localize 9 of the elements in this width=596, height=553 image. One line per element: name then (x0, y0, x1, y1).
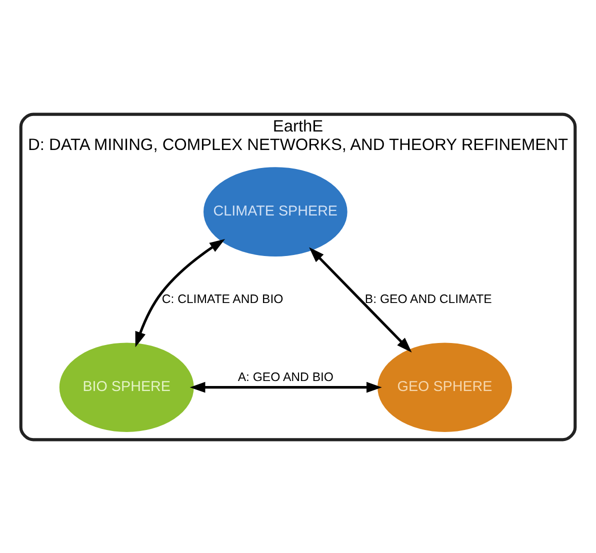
node-ellipse: CLIMATE SPHERE (204, 166, 348, 256)
node-ellipse: GEO SPHERE (378, 342, 512, 432)
arrow (190, 381, 382, 392)
edge-label: A: GEO AND BIO (238, 369, 334, 384)
arrow (135, 238, 226, 347)
node-ellipse: BIO SPHERE (59, 342, 194, 432)
edge-label: B: GEO AND CLIMATE (364, 291, 492, 306)
edge-label: C: CLIMATE AND BIO (162, 291, 284, 306)
arrow (309, 246, 412, 352)
